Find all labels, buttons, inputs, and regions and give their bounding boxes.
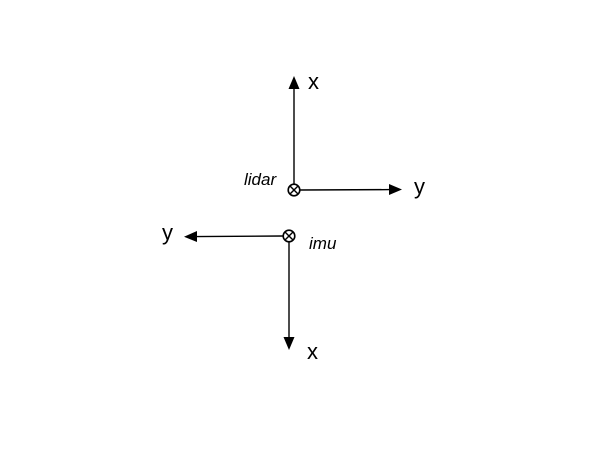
- lidar-y-arrow-head: [389, 184, 402, 195]
- imu-y-axis-label: y: [162, 220, 173, 245]
- lidar-x-arrow-head: [288, 76, 300, 89]
- lidar-x-axis-label: x: [308, 69, 319, 94]
- lidar-frame-label: lidar: [244, 170, 277, 189]
- lidar-frame: x y lidar: [244, 69, 425, 199]
- imu-frame: x y imu: [162, 220, 337, 364]
- lidar-origin-into-page-icon: [287, 183, 301, 197]
- lidar-y-axis-label: y: [414, 174, 425, 199]
- imu-origin-into-page-icon: [282, 229, 296, 243]
- imu-y-axis-line: [195, 235, 284, 238]
- imu-y-arrow-head: [184, 231, 197, 242]
- imu-x-axis-label: x: [307, 339, 318, 364]
- imu-x-arrow-head: [283, 337, 295, 350]
- imu-frame-label: imu: [309, 234, 337, 253]
